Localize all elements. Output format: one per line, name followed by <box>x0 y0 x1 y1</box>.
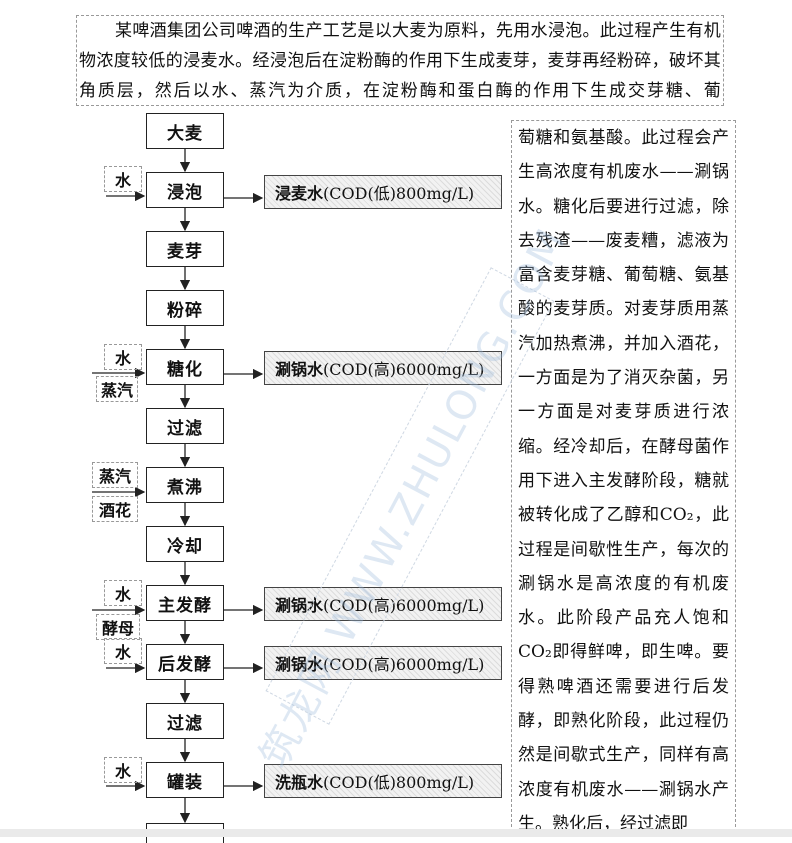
input-boil-hops: 酒花 <box>92 496 138 522</box>
step-main-ferment: 主发酵 <box>146 585 224 621</box>
side-paragraph: 萄糖和氨基酸。此过程会产生高浓度有机废水——涮锅水。糖化后要进行过滤，除去残渣—… <box>511 120 736 837</box>
step-soak: 浸泡 <box>146 172 224 208</box>
intro-paragraph: 某啤酒集团公司啤酒的生产工艺是以大麦为原料，先用水浸泡。此过程产生有机物浓度较低… <box>76 15 724 106</box>
waste-name: 涮锅水 <box>275 655 324 674</box>
waste-name: 涮锅水 <box>275 360 324 379</box>
side-text: 萄糖和氨基酸。此过程会产生高浓度有机废水——涮锅水。糖化后要进行过滤，除去残渣—… <box>518 128 729 834</box>
input-sacch-steam: 蒸汽 <box>96 376 138 402</box>
step-saccharify: 糖化 <box>146 349 224 385</box>
waste-pot-wash-3: 涮锅水(COD(高)6000mg/L) <box>264 646 502 680</box>
bottom-bar <box>0 829 792 837</box>
input-ferm-yeast: 酵母 <box>96 614 140 640</box>
waste-pot-wash-2: 涮锅水(COD(高)6000mg/L) <box>264 587 502 621</box>
waste-name: 浸麦水 <box>275 184 324 203</box>
waste-soak-water: 浸麦水(COD(低)800mg/L) <box>264 175 502 209</box>
step-post-ferment: 后发酵 <box>146 644 224 680</box>
input-can-water: 水 <box>104 757 142 783</box>
waste-name: 洗瓶水 <box>275 773 324 792</box>
waste-bottle-wash: 洗瓶水(COD(低)800mg/L) <box>264 764 502 798</box>
step-grind: 粉碎 <box>146 290 224 326</box>
input-boil-steam: 蒸汽 <box>92 462 138 488</box>
step-filter-1: 过滤 <box>146 408 224 444</box>
input-ferm-water-2: 水 <box>104 638 142 664</box>
step-boil: 煮沸 <box>146 467 224 503</box>
waste-name: 涮锅水 <box>275 596 324 615</box>
waste-cod: (COD(低)800mg/L) <box>323 773 475 792</box>
input-sacch-water: 水 <box>104 344 142 370</box>
waste-cod: (COD(高)6000mg/L) <box>323 596 485 615</box>
input-ferm-water: 水 <box>104 580 142 606</box>
step-canning: 罐装 <box>146 762 224 798</box>
intro-text: 某啤酒集团公司啤酒的生产工艺是以大麦为原料，先用水浸泡。此过程产生有机物浓度较低… <box>79 21 721 101</box>
waste-cod: (COD(低)800mg/L) <box>323 184 475 203</box>
step-barley: 大麦 <box>146 113 224 149</box>
step-malt: 麦芽 <box>146 231 224 267</box>
input-soak-water: 水 <box>104 166 142 192</box>
step-cool: 冷却 <box>146 526 224 562</box>
waste-pot-wash-1: 涮锅水(COD(高)6000mg/L) <box>264 351 502 385</box>
waste-cod: (COD(高)6000mg/L) <box>323 360 485 379</box>
step-filter-2: 过滤 <box>146 703 224 739</box>
waste-cod: (COD(高)6000mg/L) <box>323 655 485 674</box>
